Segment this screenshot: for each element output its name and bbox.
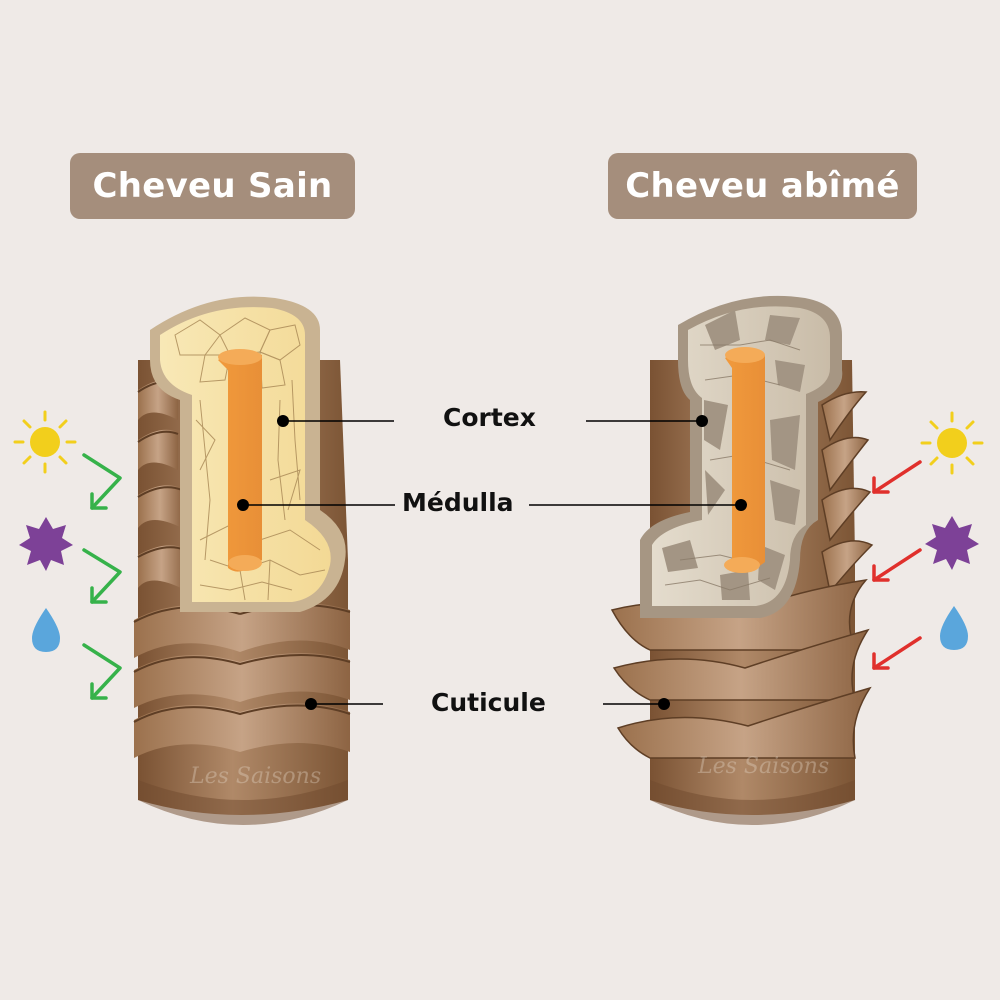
damaged-hair — [529, 295, 874, 825]
water-drop-icon — [32, 608, 60, 652]
watermark-right: Les Saisons — [697, 754, 829, 779]
cuticle-label: Cuticule — [431, 688, 546, 717]
damaged-aggression-arrows — [872, 460, 922, 670]
healthy-medulla — [218, 351, 262, 572]
healthy-hair-title: Cheveu Sain — [70, 153, 355, 219]
healthy-hair — [133, 296, 395, 825]
svg-text:Les Saisons: Les Saisons — [697, 754, 829, 779]
medulla-label: Médulla — [402, 488, 514, 517]
sun-icon — [13, 410, 77, 474]
sun-icon — [920, 411, 984, 475]
cortex-label: Cortex — [443, 403, 536, 432]
damaged-hair-title: Cheveu abîmé — [608, 153, 917, 219]
healthy-protection-arrows — [82, 453, 122, 700]
water-drop-icon — [940, 606, 968, 650]
burst-star-icon — [925, 516, 979, 570]
svg-text:Les Saisons: Les Saisons — [189, 764, 321, 789]
damaged-medulla — [725, 350, 765, 572]
watermark-left: Les Saisons — [189, 764, 321, 789]
burst-star-icon — [19, 517, 73, 571]
